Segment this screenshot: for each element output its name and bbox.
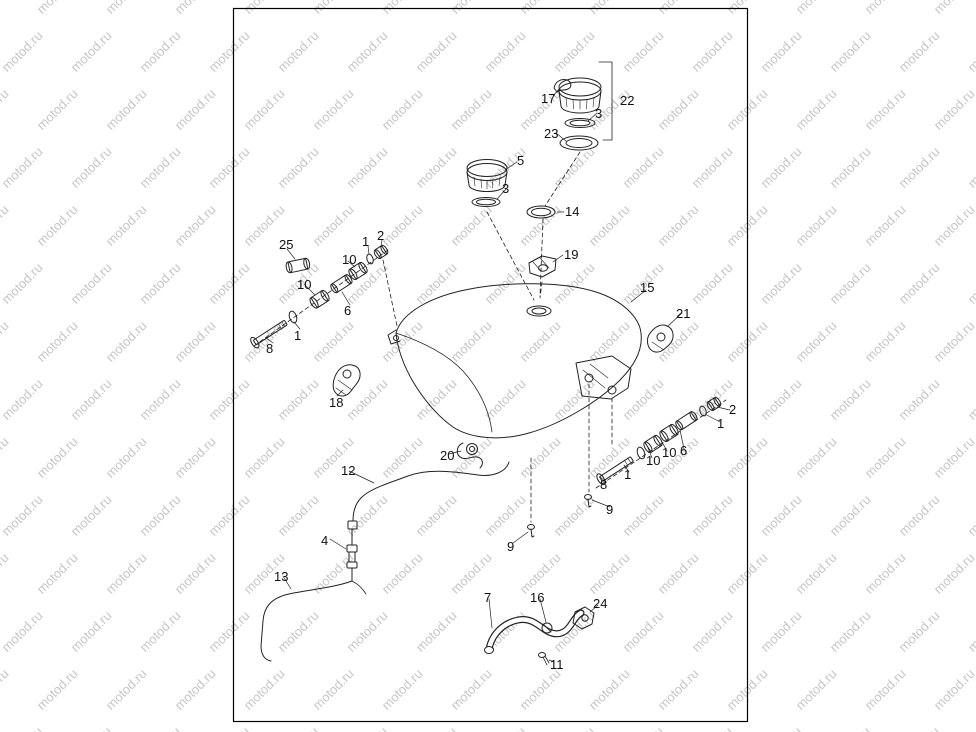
bushing-10-left-a (309, 289, 330, 309)
washer-1-left-top (366, 253, 374, 265)
nut-2-left (373, 244, 389, 260)
washer-1-right-top (699, 405, 707, 417)
part-callout-7: 7 (484, 590, 492, 605)
bushing-10-right-b (659, 423, 679, 443)
part-callout-4: 4 (321, 533, 329, 548)
part-callout-6: 6 (344, 303, 352, 318)
part-callout-5: 5 (517, 153, 525, 168)
part-callout-8: 8 (266, 341, 274, 356)
bracket-18 (332, 364, 361, 397)
part-callout-10: 10 (662, 445, 677, 460)
group-bracket-22 (598, 61, 613, 141)
fuel-line-12 (352, 461, 510, 522)
bolt-8-left (250, 320, 288, 349)
part-callout-3: 3 (502, 181, 510, 196)
cap-5-assembly (466, 159, 508, 207)
gasket-14 (526, 205, 556, 219)
bracket-19 (528, 255, 557, 278)
part-callout-6: 6 (680, 443, 688, 458)
ring-23 (559, 135, 599, 151)
right-mount-hardware (596, 396, 722, 485)
fitting-24 (572, 606, 595, 630)
left-mount-hardware (250, 244, 389, 349)
part-callout-25: 25 (279, 237, 294, 252)
part-callout-19: 19 (564, 247, 579, 262)
clamp-16 (541, 622, 553, 634)
sleeve-6-left (330, 274, 353, 294)
part-callout-10: 10 (646, 453, 661, 468)
screw-9-right (584, 494, 592, 508)
front-mount-tab (387, 329, 401, 345)
part-callout-2: 2 (729, 402, 737, 417)
part-callout-1: 1 (362, 234, 370, 249)
part-callout-22: 22 (620, 93, 635, 108)
bushing-10-left-b (348, 261, 368, 281)
part-callout-1: 1 (294, 328, 302, 343)
part-callout-21: 21 (676, 306, 691, 321)
fuel-hose-assembly (484, 606, 595, 666)
part-callout-2: 2 (377, 228, 385, 243)
part-callout-1: 1 (624, 467, 632, 482)
part-callout-16: 16 (530, 590, 545, 605)
washer-1-right (636, 446, 646, 460)
part-callout-10: 10 (297, 277, 312, 292)
bolt-8-right (596, 456, 634, 485)
leader-lines (265, 88, 731, 663)
part-callout-13: 13 (274, 569, 289, 584)
part-callout-24: 24 (593, 596, 608, 611)
part-callout-15: 15 (640, 280, 655, 295)
part-callout-18: 18 (329, 395, 344, 410)
part-callout-20: 20 (440, 448, 455, 463)
diagram-border (232, 7, 749, 723)
filler-neck (526, 305, 552, 317)
rear-mount-bracket (575, 355, 632, 400)
part-callout-12: 12 (341, 463, 356, 478)
part-callout-11: 11 (550, 657, 564, 672)
part-callout-1: 1 (717, 416, 725, 431)
part-callout-9: 9 (606, 502, 614, 517)
part-callout-23: 23 (544, 126, 559, 141)
part-callout-10: 10 (342, 252, 357, 267)
gasket-3-lower (471, 197, 501, 207)
gasket-3-upper (564, 118, 596, 128)
bolt-11 (538, 652, 546, 658)
spacer-25 (285, 257, 311, 274)
part-callout-8: 8 (600, 477, 608, 492)
bushing-10-right-a (643, 434, 663, 454)
part-callout-9: 9 (507, 539, 515, 554)
part-callout-14: 14 (565, 204, 580, 219)
part-callout-17: 17 (541, 91, 556, 106)
fuel-cap-assembly (553, 61, 613, 151)
fuel-line-assembly (260, 461, 510, 662)
sleeve-6-right (675, 411, 698, 431)
screw-9-center (527, 524, 535, 538)
tube-13 (260, 580, 353, 662)
fuel-tank (387, 283, 642, 439)
part-callout-3: 3 (595, 106, 603, 121)
bracket-21 (646, 324, 674, 353)
nut-2-right (706, 396, 722, 412)
clamp-20 (456, 442, 483, 469)
